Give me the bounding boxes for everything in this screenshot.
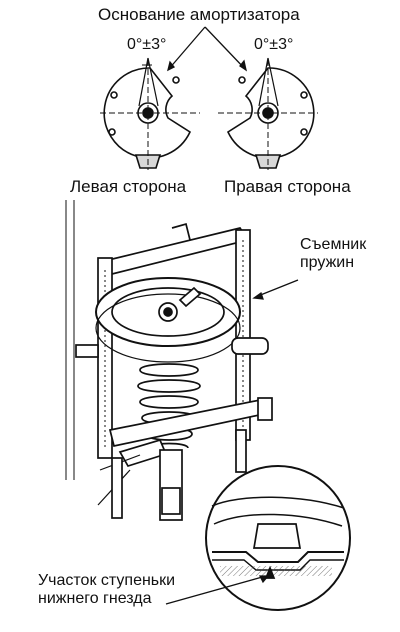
spring-compressor <box>65 200 273 521</box>
shock-mount-title: Основание амортизатора <box>98 5 300 24</box>
tool-leader <box>252 279 299 300</box>
seat-detail <box>205 465 351 611</box>
lower-seat-label-line1: Участок ступеньки <box>38 572 176 589</box>
lower-seat-label-line2: нижнего гнезда <box>38 589 152 607</box>
spring-compressor-label-line2: пружин <box>300 253 355 271</box>
right-side-label: Правая сторона <box>224 177 351 196</box>
title-leaders <box>167 26 247 72</box>
seat-leader <box>165 575 270 605</box>
left-angle-label: 0°±3° <box>127 36 167 53</box>
spring-compressor-label-line1: Съемник <box>300 236 367 253</box>
right-angle-label: 0°±3° <box>254 36 294 53</box>
left-side-label: Левая сторона <box>70 177 187 196</box>
spring-compressor-label: Съемник пружин <box>300 236 366 271</box>
lower-seat-label: Участок ступеньки нижнего гнезда <box>38 572 175 607</box>
left-mount-plate <box>100 57 200 170</box>
right-mount-plate <box>218 57 318 170</box>
